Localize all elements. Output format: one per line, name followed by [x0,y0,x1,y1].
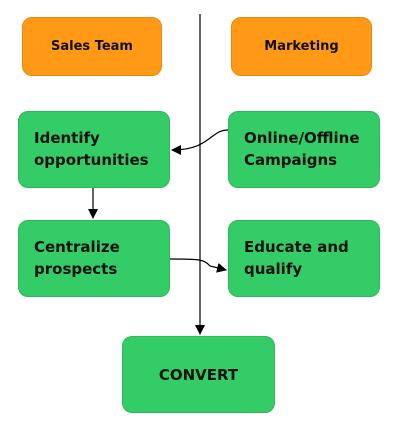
arrow-campaigns-to-identify [171,129,229,155]
identify-opportunities-label: Identify opportunities [34,128,149,169]
convert-label: CONVERT [158,365,239,384]
educate-and-qualify-step: Educate and qualify [228,220,380,297]
educate-and-qualify-label: Educate and qualify [244,237,349,278]
sales-team-label: Sales Team [51,39,133,54]
identify-opportunities-step: Identify opportunities [18,111,170,188]
centralize-prospects-step: Centralize prospects [18,220,170,297]
online-offline-campaigns-step: Online/Offline Campaigns [228,111,380,188]
marketing-header: Marketing [231,17,372,76]
convert-step: CONVERT [122,336,275,413]
centralize-prospects-label: Centralize prospects [34,237,120,278]
marketing-label: Marketing [264,39,339,54]
online-offline-campaigns-label: Online/Offline Campaigns [244,128,360,169]
sales-team-header: Sales Team [22,17,162,76]
arrow-centralize-to-educate [169,258,227,273]
